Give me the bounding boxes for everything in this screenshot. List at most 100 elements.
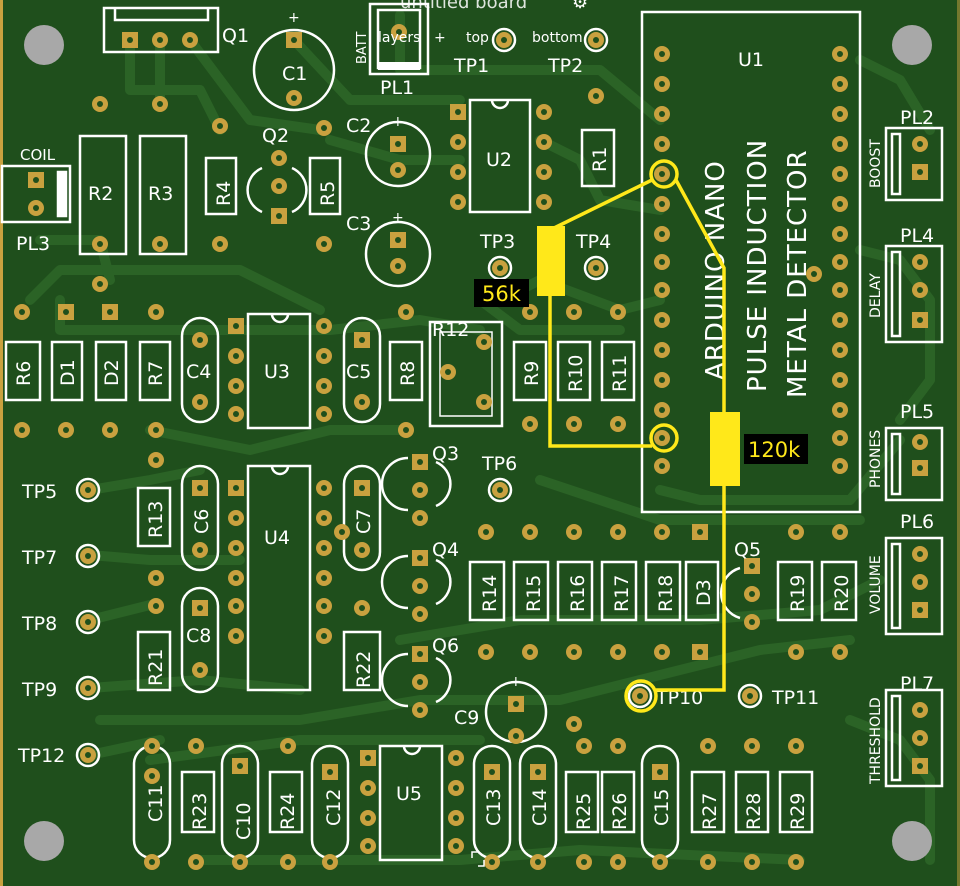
designator-PL7: PL7: [900, 673, 934, 695]
designator-TP6: TP6: [481, 453, 517, 475]
top-layer-button[interactable]: top: [466, 30, 489, 46]
label-56k-bg: [474, 279, 529, 307]
designator-R10: R10: [565, 355, 587, 392]
designator-R8: R8: [397, 361, 419, 386]
designator-COIL: COIL: [20, 146, 56, 164]
designator-U1: U1: [738, 49, 764, 71]
designator-BOOST: BOOST: [868, 139, 884, 188]
designator-PL3: PL3: [16, 233, 50, 255]
wire-120k: [656, 179, 726, 692]
designator-C10: C10: [233, 803, 255, 840]
designator-R11: R11: [609, 355, 631, 392]
designator-R17: R17: [611, 575, 633, 612]
designator-R2: R2: [88, 183, 113, 205]
resistor-56k-body[interactable]: [537, 226, 565, 296]
designator-Q4: Q4: [432, 539, 459, 561]
gear-icon[interactable]: ⚙: [572, 0, 589, 13]
designator-C11: C11: [145, 785, 167, 822]
designator-C4: C4: [186, 361, 211, 383]
wire-56k: [548, 178, 653, 448]
designator-DELAY: DELAY: [868, 273, 884, 318]
designator-R14: R14: [479, 575, 501, 612]
designator-R19: R19: [787, 575, 809, 612]
highlight-pin-a: [649, 159, 679, 189]
designator-D3: D3: [693, 579, 715, 606]
designator-TP1: TP1: [453, 55, 489, 77]
designator-BATT: BATT: [355, 31, 370, 64]
designator-TP4: TP4: [575, 231, 611, 253]
designator-R29: R29: [787, 793, 809, 830]
svg-text:+: +: [392, 210, 404, 226]
designator-C15: C15: [651, 789, 673, 826]
bottom-layer-button[interactable]: bottom: [532, 30, 583, 46]
designator-C2: C2: [346, 115, 371, 137]
designator-C5: C5: [346, 361, 371, 383]
designator-R26: R26: [609, 793, 631, 830]
designator-TP7: TP7: [21, 547, 57, 569]
board-text-metal-detector: METAL DETECTOR: [783, 149, 813, 398]
designator-R24: R24: [277, 793, 299, 830]
designator-TP2: TP2: [547, 55, 583, 77]
svg-text:+: +: [392, 114, 404, 130]
designator-R22: R22: [353, 651, 375, 688]
svg-text:+: +: [288, 10, 300, 26]
designator-R15: R15: [523, 575, 545, 612]
label-120k-bg: [744, 434, 808, 464]
designator-PL2: PL2: [900, 107, 934, 129]
designator-VOLUME: VOLUME: [868, 555, 884, 614]
designator-C12: C12: [323, 789, 345, 826]
designator-D1: D1: [57, 359, 79, 386]
designator-PHONES: PHONES: [868, 430, 884, 488]
designator-R4: R4: [213, 181, 235, 206]
designator-U4: U4: [264, 527, 290, 549]
designator-C7: C7: [353, 509, 375, 534]
designator-U3: U3: [264, 361, 290, 383]
designator-TP11: TP11: [771, 687, 819, 709]
designator-Q6: Q6: [432, 635, 459, 657]
designator-PL4: PL4: [900, 225, 934, 247]
designator-PL5: PL5: [900, 401, 934, 423]
designator-R1: R1: [589, 147, 611, 172]
designator-C1: C1: [282, 63, 307, 85]
designator-Q1: Q1: [222, 25, 249, 47]
designator-R25: R25: [573, 793, 595, 830]
annotation-overlay[interactable]: 56k 120k: [474, 159, 808, 713]
designator-U2: U2: [486, 149, 512, 171]
layers-button[interactable]: layers: [378, 30, 421, 46]
designator-R18: R18: [655, 575, 677, 612]
designator-TP8: TP8: [21, 613, 57, 635]
designator-U5: U5: [396, 783, 422, 805]
designator-R28: R28: [743, 793, 765, 830]
designator-PL6: PL6: [900, 511, 934, 533]
highlight-tp10: [624, 679, 658, 713]
designator-Q2: Q2: [262, 125, 289, 147]
highlight-pin-b: [649, 423, 679, 453]
designator-R20: R20: [831, 575, 853, 612]
select-corner-icon: [471, 851, 485, 867]
designator-R7: R7: [145, 361, 167, 386]
designator-R5: R5: [317, 181, 339, 206]
designator-Q5: Q5: [734, 539, 761, 561]
designator-C3: C3: [346, 213, 371, 235]
board-text-arduino-nano: ARDUINO NANO: [701, 160, 731, 380]
designator-R6: R6: [13, 361, 35, 386]
designator-C9: C9: [454, 707, 479, 729]
designator-TP10: TP10: [655, 687, 703, 709]
designator-R9: R9: [521, 361, 543, 386]
designator-C13: C13: [483, 789, 505, 826]
board-title: untitled board: [400, 0, 528, 13]
designator-R23: R23: [189, 793, 211, 830]
resistor-120k-body[interactable]: [710, 412, 740, 486]
designator-TP12: TP12: [17, 745, 65, 767]
designator-R12: R12: [432, 319, 469, 341]
label-120k: 120k: [748, 438, 801, 462]
plus-icon[interactable]: +: [434, 30, 446, 46]
label-56k: 56k: [482, 282, 522, 306]
svg-text:+: +: [510, 674, 522, 690]
designator-THRESHOLD: THRESHOLD: [868, 697, 884, 785]
designator-R3: R3: [148, 183, 173, 205]
designator-R21: R21: [145, 649, 167, 686]
designator-C14: C14: [529, 789, 551, 826]
